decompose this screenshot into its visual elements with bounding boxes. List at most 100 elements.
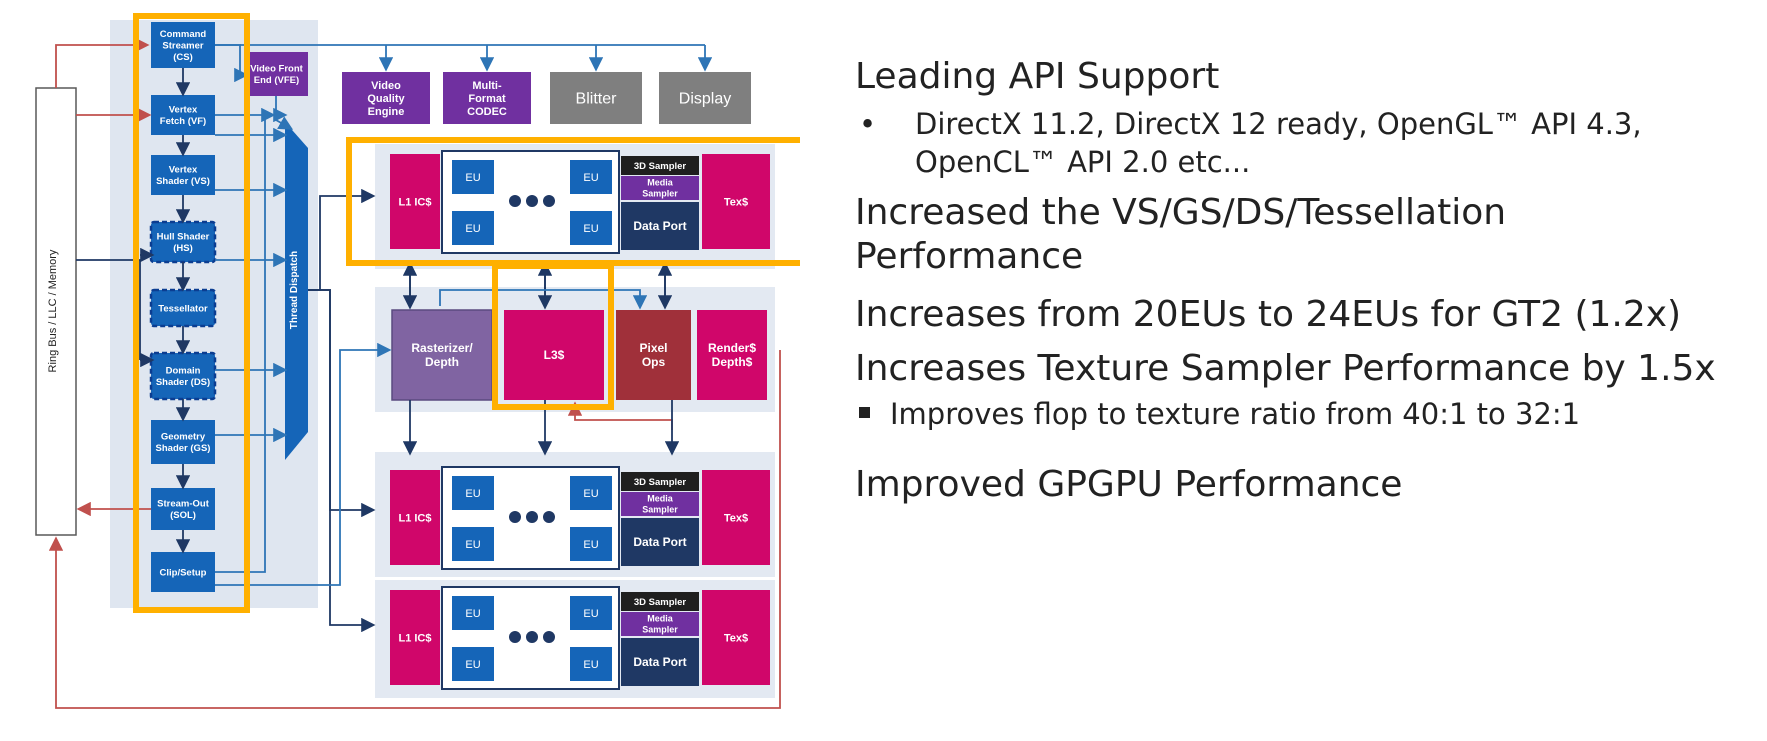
subslice-0-eu-0: EU xyxy=(452,160,494,194)
domain-shader-stage-label: Shader (DS) xyxy=(156,377,210,388)
subslice-0-eu-2-box xyxy=(452,211,494,245)
stream-out-stage-box xyxy=(151,488,215,530)
subslice-1-eu-2-box xyxy=(452,527,494,561)
bullet-heading: Leading API Support xyxy=(855,55,1755,99)
video-quality-engine-unit-box xyxy=(342,72,430,124)
subslice-2-eu-1: EU xyxy=(570,596,612,630)
command-streamer-stage-label: (CS) xyxy=(173,52,193,63)
bullet-text-line: Improved GPGPU Performance xyxy=(855,464,1403,505)
subslice-1-eu-0-label: EU xyxy=(465,488,480,500)
subslice-2-eu-ellipsis xyxy=(526,631,538,643)
subslice-1-eu-3: EU xyxy=(570,527,612,561)
subslice-2-tex-label: Tex$ xyxy=(724,632,748,644)
subslice-2-data-port: Data Port xyxy=(621,638,699,686)
subslice-2-media-sampler-label: Media xyxy=(647,614,674,624)
subslice-1-l1: L1 IC$ xyxy=(390,470,440,565)
pixel-ops-label: Ops xyxy=(642,355,666,369)
subslice-2-l1-label: L1 IC$ xyxy=(398,632,431,644)
subslice-0-media-sampler-box xyxy=(621,176,699,200)
subslice-0-eu-1-label: EU xyxy=(583,172,598,184)
subslice-2-eu-3: EU xyxy=(570,647,612,681)
blitter-unit: Blitter xyxy=(550,72,642,124)
subslice-2-eu-3-box xyxy=(570,647,612,681)
subslice-2-3d-sampler-box xyxy=(621,592,699,611)
hull-shader-stage-label: Hull Shader xyxy=(157,232,210,243)
multi-format-codec-unit-label: Multi- xyxy=(472,80,502,92)
subslice-0-l1: L1 IC$ xyxy=(390,154,440,249)
hull-shader-stage: Hull Shader(HS) xyxy=(149,220,217,264)
thread-dispatch-bar xyxy=(285,122,308,460)
subslice-1-tex-box xyxy=(702,470,770,565)
subslice-2-eu-0-label: EU xyxy=(465,608,480,620)
subslice-0-eu-1: EU xyxy=(570,160,612,194)
stream-out-stage: Stream-Out(SOL) xyxy=(151,488,215,530)
subslice-2-eu-1-label: EU xyxy=(583,608,598,620)
subslice-0-eu-ellipsis xyxy=(509,195,521,207)
subslice-2-l1: L1 IC$ xyxy=(390,590,440,685)
subslice-0-eu-2-label: EU xyxy=(465,223,480,235)
rasterizer-depth-box xyxy=(391,309,493,401)
subslice-1-eu-2-label: EU xyxy=(465,539,480,551)
bullet-text-line: Improves flop to texture ratio from 40:1… xyxy=(890,397,1581,431)
vertex-shader-stage-box xyxy=(151,155,215,195)
render-to-ring xyxy=(48,350,781,709)
bullet-heading: Increases from 20EUs to 24EUs for GT2 (1… xyxy=(855,293,1755,337)
subslice-1-tex-label: Tex$ xyxy=(724,512,748,524)
vfe-unit-box xyxy=(245,52,308,96)
subslice-1-l1-box xyxy=(390,470,440,565)
square-bullet-icon xyxy=(859,407,870,418)
subslice-2-eu-2: EU xyxy=(452,647,494,681)
bullet-text-line: Increases from 20EUs to 24EUs for GT2 (1… xyxy=(855,294,1682,335)
subslice-0-eu-0-label: EU xyxy=(465,172,480,184)
display-unit-label: Display xyxy=(679,91,731,108)
highlight-front-end xyxy=(133,13,250,613)
subslice-1-data-port-label: Data Port xyxy=(633,535,686,549)
subslice-0-tex-box xyxy=(702,154,770,249)
vertex-fetch-stage-label: Vertex xyxy=(169,105,198,116)
subslice-2-l1-box xyxy=(390,590,440,685)
subslice-1-3d-sampler: 3D Sampler xyxy=(621,472,699,491)
bullet-text-line: Increased the VS/GS/DS/Tessellation xyxy=(855,192,1507,233)
subslice-2-eu-1-box xyxy=(570,596,612,630)
command-streamer-stage-box xyxy=(151,22,215,68)
l3-cache-box xyxy=(504,310,604,400)
subslice-2-3d-sampler-label: 3D Sampler xyxy=(634,597,687,608)
subslice-2-media-sampler-label: Sampler xyxy=(642,625,678,635)
subslice-2-eu-0-box xyxy=(452,596,494,630)
ring-to-cs xyxy=(55,37,150,88)
subslice-0-data-port: Data Port xyxy=(621,202,699,250)
video-quality-engine-unit-label: Quality xyxy=(367,93,405,105)
rasterizer-depth: Rasterizer/Depth xyxy=(391,309,493,401)
l3-cache-label: L3$ xyxy=(544,348,565,362)
subslice-2-tex: Tex$ xyxy=(702,590,770,685)
ring-bus-label: Ring Bus / LLC / Memory xyxy=(47,249,59,372)
thread-dispatch-label: Thread Dispatch xyxy=(289,251,300,329)
subslice-0-eu-2: EU xyxy=(452,211,494,245)
subslice-0-eu-3-box xyxy=(570,211,612,245)
bullet-text-line: Increases Texture Sampler Performance by… xyxy=(855,348,1716,389)
subslice-0-media-sampler-label: Media xyxy=(647,178,674,188)
subslice-1-media-sampler-label: Media xyxy=(647,494,674,504)
subslice-1-data-port: Data Port xyxy=(621,518,699,566)
command-streamer-stage-label: Command xyxy=(160,29,207,40)
gpu-architecture-diagram: Ring Bus / LLC / Memory CommandStreamer(… xyxy=(35,13,800,709)
subslice-0-3d-sampler: 3D Sampler xyxy=(621,156,699,175)
clip-setup-stage-box xyxy=(151,552,215,592)
l3-bus-top xyxy=(439,289,648,310)
setup-to-dispatch xyxy=(215,107,276,573)
highlight-l3 xyxy=(492,263,614,410)
subslice-2-eu-0: EU xyxy=(452,596,494,630)
subslice-1-eu-1: EU xyxy=(570,476,612,510)
multi-format-codec-unit-label: CODEC xyxy=(467,106,507,118)
subslice-0-eu-3-label: EU xyxy=(583,223,598,235)
subslice-1-l1-label: L1 IC$ xyxy=(398,512,431,524)
bullet-heading: Increases Texture Sampler Performance by… xyxy=(855,347,1755,391)
